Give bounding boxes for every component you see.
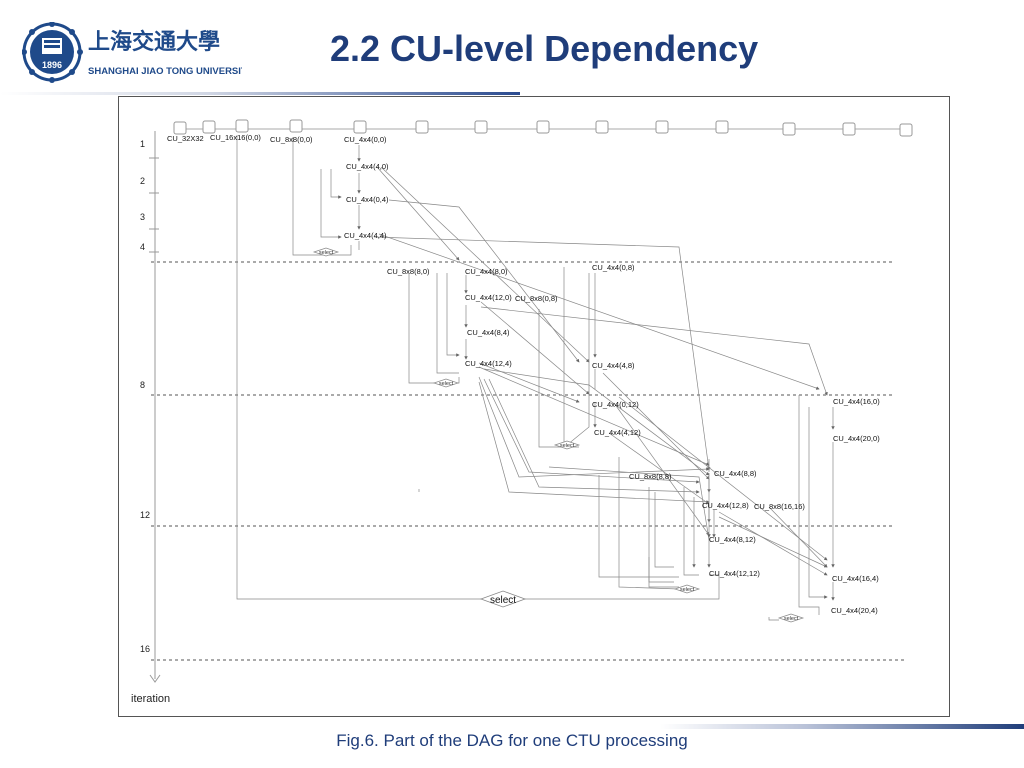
node-cu4-00: CU_4x4(0,0) [344,135,387,144]
dependency-edges [236,135,835,621]
node-labels: CU_32X32 CU_16x16(0,0) CU_8x8(0,0) CU_4x… [167,133,880,615]
queue-box [474,120,488,134]
select-diamond [553,440,581,450]
university-logo: 1896 上海交通大學 SHANGHAI JIAO TONG UNIVERSIT… [22,22,242,83]
select-diamond [312,247,340,257]
node-cu4-84: CU_4x4(8,4) [467,328,510,337]
queue-box [202,120,216,134]
queue-box [235,119,249,133]
iteration-axis: 1 2 3 4 8 12 16 iteration [131,131,170,705]
figure-caption: Fig.6. Part of the DAG for one CTU proce… [336,731,688,750]
node-cu8-08: CU_8x8(0,8) [515,294,558,303]
row-marker: 3 [140,212,145,222]
select-diamond [777,613,805,623]
node-cu32: CU_32X32 [167,134,204,143]
queue-box [173,121,187,135]
logo-emblem: 1896 [22,22,83,83]
dependency-edges-lower [598,457,716,590]
queue-box [415,120,429,134]
node-cu4-40: CU_4x4(4,0) [346,162,389,171]
logo-english-text: SHANGHAI JIAO TONG UNIVERSITY [88,66,242,77]
diagram-frame: 1 2 3 4 8 12 16 iteration [118,96,950,717]
node-cu4-160: CU_4x4(16,0) [833,397,880,406]
node-cu8-00: CU_8x8(0,0) [270,135,313,144]
logo-chinese-text: 上海交通大學 [88,29,220,54]
node-cu4-164: CU_4x4(16,4) [832,574,879,583]
queue-box [353,120,367,134]
node-cu4-124: CU_4x4(12,4) [465,359,512,368]
node-cu4-120: CU_4x4(12,0) [465,293,512,302]
select-label: select [560,443,575,449]
queue-box [595,120,609,134]
select-diamond [673,584,701,594]
slide-title: 2.2 CU-level Dependency [330,28,759,69]
row-marker: 1 [140,139,145,149]
row-marker: 2 [140,176,145,186]
select-label: select [439,381,454,387]
node-cu4-812: CU_4x4(8,12) [709,535,756,544]
node-cu4-04: CU_4x4(0,4) [346,195,389,204]
node-cu8-80: CU_8x8(8,0) [387,267,430,276]
node-cu4-204: CU_4x4(20,4) [831,606,878,615]
select-diamond [432,378,460,388]
node-cu4-48: CU_4x4(4,8) [592,361,635,370]
queue-box [715,120,729,134]
row-marker: 12 [140,510,150,520]
node-cu4-128: CU_4x4(12,8) [702,501,749,510]
select-label-main: select [490,595,516,606]
node-cu4-44: CU_4x4(4,4) [344,231,387,240]
queue-box [899,123,913,137]
select-label: select [319,250,334,256]
iteration-label: iteration [131,693,170,705]
row-marker: 16 [140,644,150,654]
footer-bar [660,724,1024,729]
node-cu4-08: CU_4x4(0,8) [592,263,635,272]
row-marker: 8 [140,380,145,390]
title-underline [0,92,520,95]
node-cu4-012: CU_4x4(0,12) [592,400,639,409]
select-label: select [680,587,695,593]
row-marker: 4 [140,242,145,252]
node-cu16: CU_16x16(0,0) [210,133,261,142]
svg-text:1896: 1896 [42,60,62,70]
node-cu4-88: CU_4x4(8,8) [714,469,757,478]
node-cu4-1212: CU_4x4(12,12) [709,569,760,578]
node-cu8-88: CU_8x8(8,8) [629,472,672,481]
queue-box [289,119,303,133]
dag-diagram: 1 2 3 4 8 12 16 iteration [131,119,913,705]
select-nodes: select select select select select selec… [312,247,805,623]
select-label: select [784,616,799,622]
select-diamond-main [479,590,527,608]
queue-box [655,120,669,134]
iteration-separators [151,261,907,661]
queue-box [536,120,550,134]
node-cu4-200: CU_4x4(20,0) [833,434,880,443]
node-cu4-80: CU_4x4(8,0) [465,267,508,276]
node-cu8-1616: CU_8x8(16,16) [754,502,805,511]
queue-box [842,122,856,136]
queue-box [782,122,796,136]
node-cu4-412: CU_4x4(4,12) [594,428,641,437]
top-queue [173,119,913,137]
